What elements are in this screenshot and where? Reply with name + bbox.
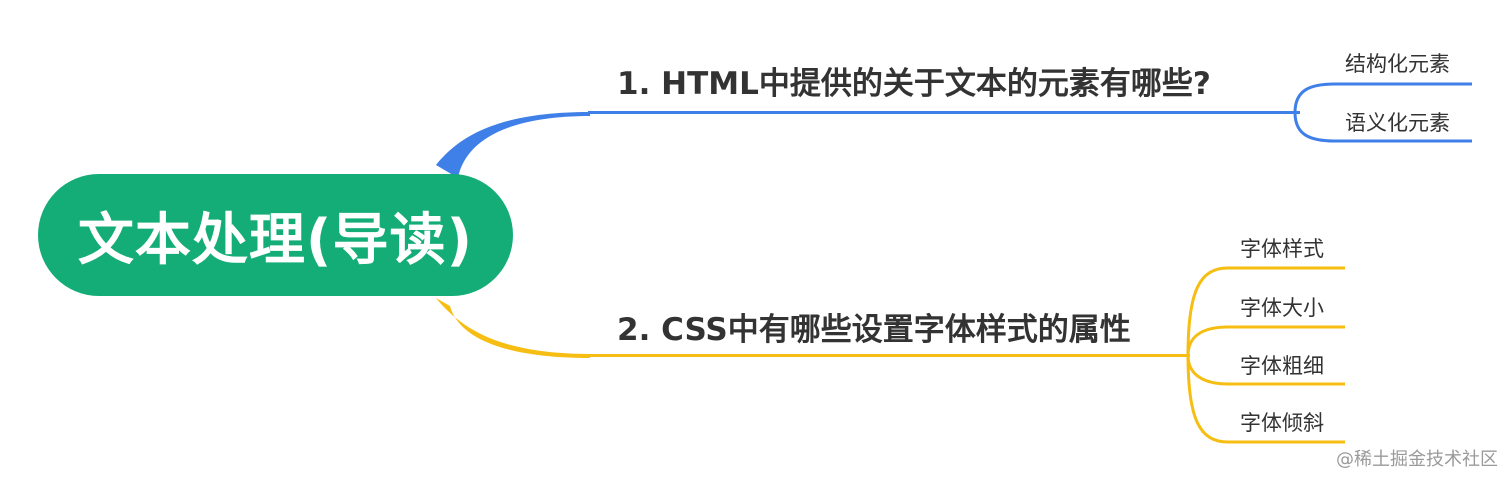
branch-1-title[interactable]: 1. HTML中提供的关于文本的元素有哪些? (617, 66, 1211, 102)
connector-branch-2-to-leaf-2 (1186, 325, 1345, 356)
leaf-semantic-elements[interactable]: 语义化元素 (1345, 111, 1450, 135)
connector-root-to-branch-2 (436, 298, 590, 358)
leaf-font-size[interactable]: 字体大小 (1240, 296, 1324, 320)
leaf-font-style[interactable]: 字体样式 (1240, 237, 1324, 261)
connector-branch-1-to-leaf-2 (1293, 112, 1472, 143)
connector-branch-1-to-leaf-1 (1293, 82, 1472, 113)
leaf-structural-elements[interactable]: 结构化元素 (1345, 52, 1450, 76)
watermark-text: @稀土掘金技术社区 (1336, 449, 1498, 470)
connector-branch-2-to-leaf-1 (1186, 266, 1345, 356)
connector-branch-2-to-leaf-4 (1186, 355, 1345, 444)
leaf-font-weight[interactable]: 字体粗细 (1240, 354, 1324, 378)
leaf-font-italic[interactable]: 字体倾斜 (1240, 411, 1324, 435)
branch-2-title[interactable]: 2. CSS中有哪些设置字体样式的属性 (617, 312, 1131, 348)
connector-root-to-branch-1 (436, 112, 590, 178)
root-topic[interactable]: 文本处理(导读) (38, 174, 513, 296)
